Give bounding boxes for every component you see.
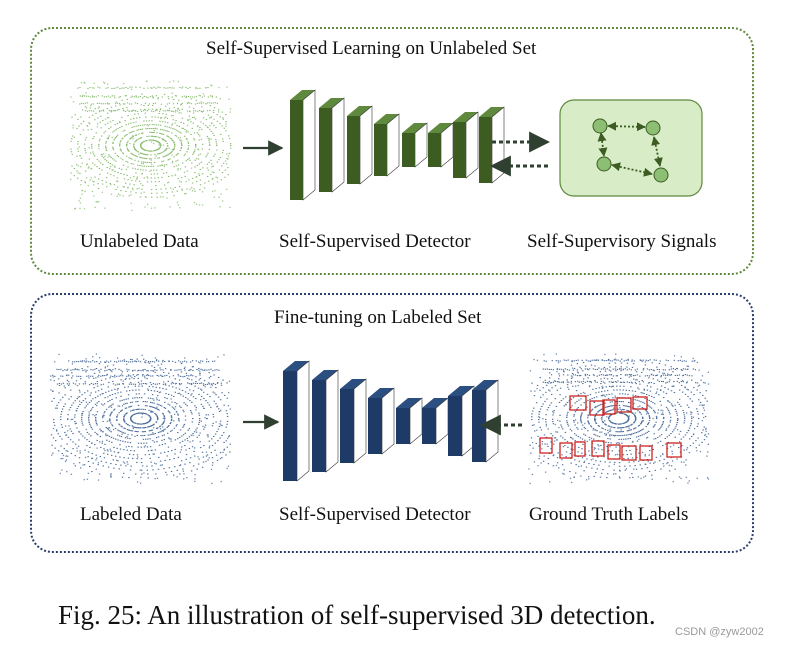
labeled-data-label: Labeled Data [80, 504, 182, 525]
watermark: CSDN @zyw2002 [675, 626, 764, 638]
signals-label: Self-Supervisory Signals [527, 231, 717, 252]
detector-label-bottom: Self-Supervised Detector [279, 504, 471, 525]
self-supervised-detector-bottom [283, 360, 499, 482]
self-supervisory-signals-box [559, 99, 703, 197]
bottom-panel-title: Fine-tuning on Labeled Set [274, 307, 482, 328]
figure-caption: Fig. 25: An illustration of self-supervi… [58, 600, 656, 630]
fine-tuning-panel [30, 293, 754, 553]
unlabeled-data-label: Unlabeled Data [80, 231, 199, 252]
detector-label-top: Self-Supervised Detector [279, 231, 471, 252]
top-panel-title: Self-Supervised Learning on Unlabeled Se… [206, 38, 537, 59]
self-supervised-panel [30, 27, 754, 275]
unlabeled-point-cloud-image [70, 80, 232, 212]
labeled-point-cloud-image [50, 353, 231, 485]
ground-truth-point-cloud-image [528, 353, 710, 485]
self-supervised-detector-top [290, 89, 505, 201]
ground-truth-boxes [539, 395, 682, 461]
ground-truth-label: Ground Truth Labels [529, 504, 689, 525]
